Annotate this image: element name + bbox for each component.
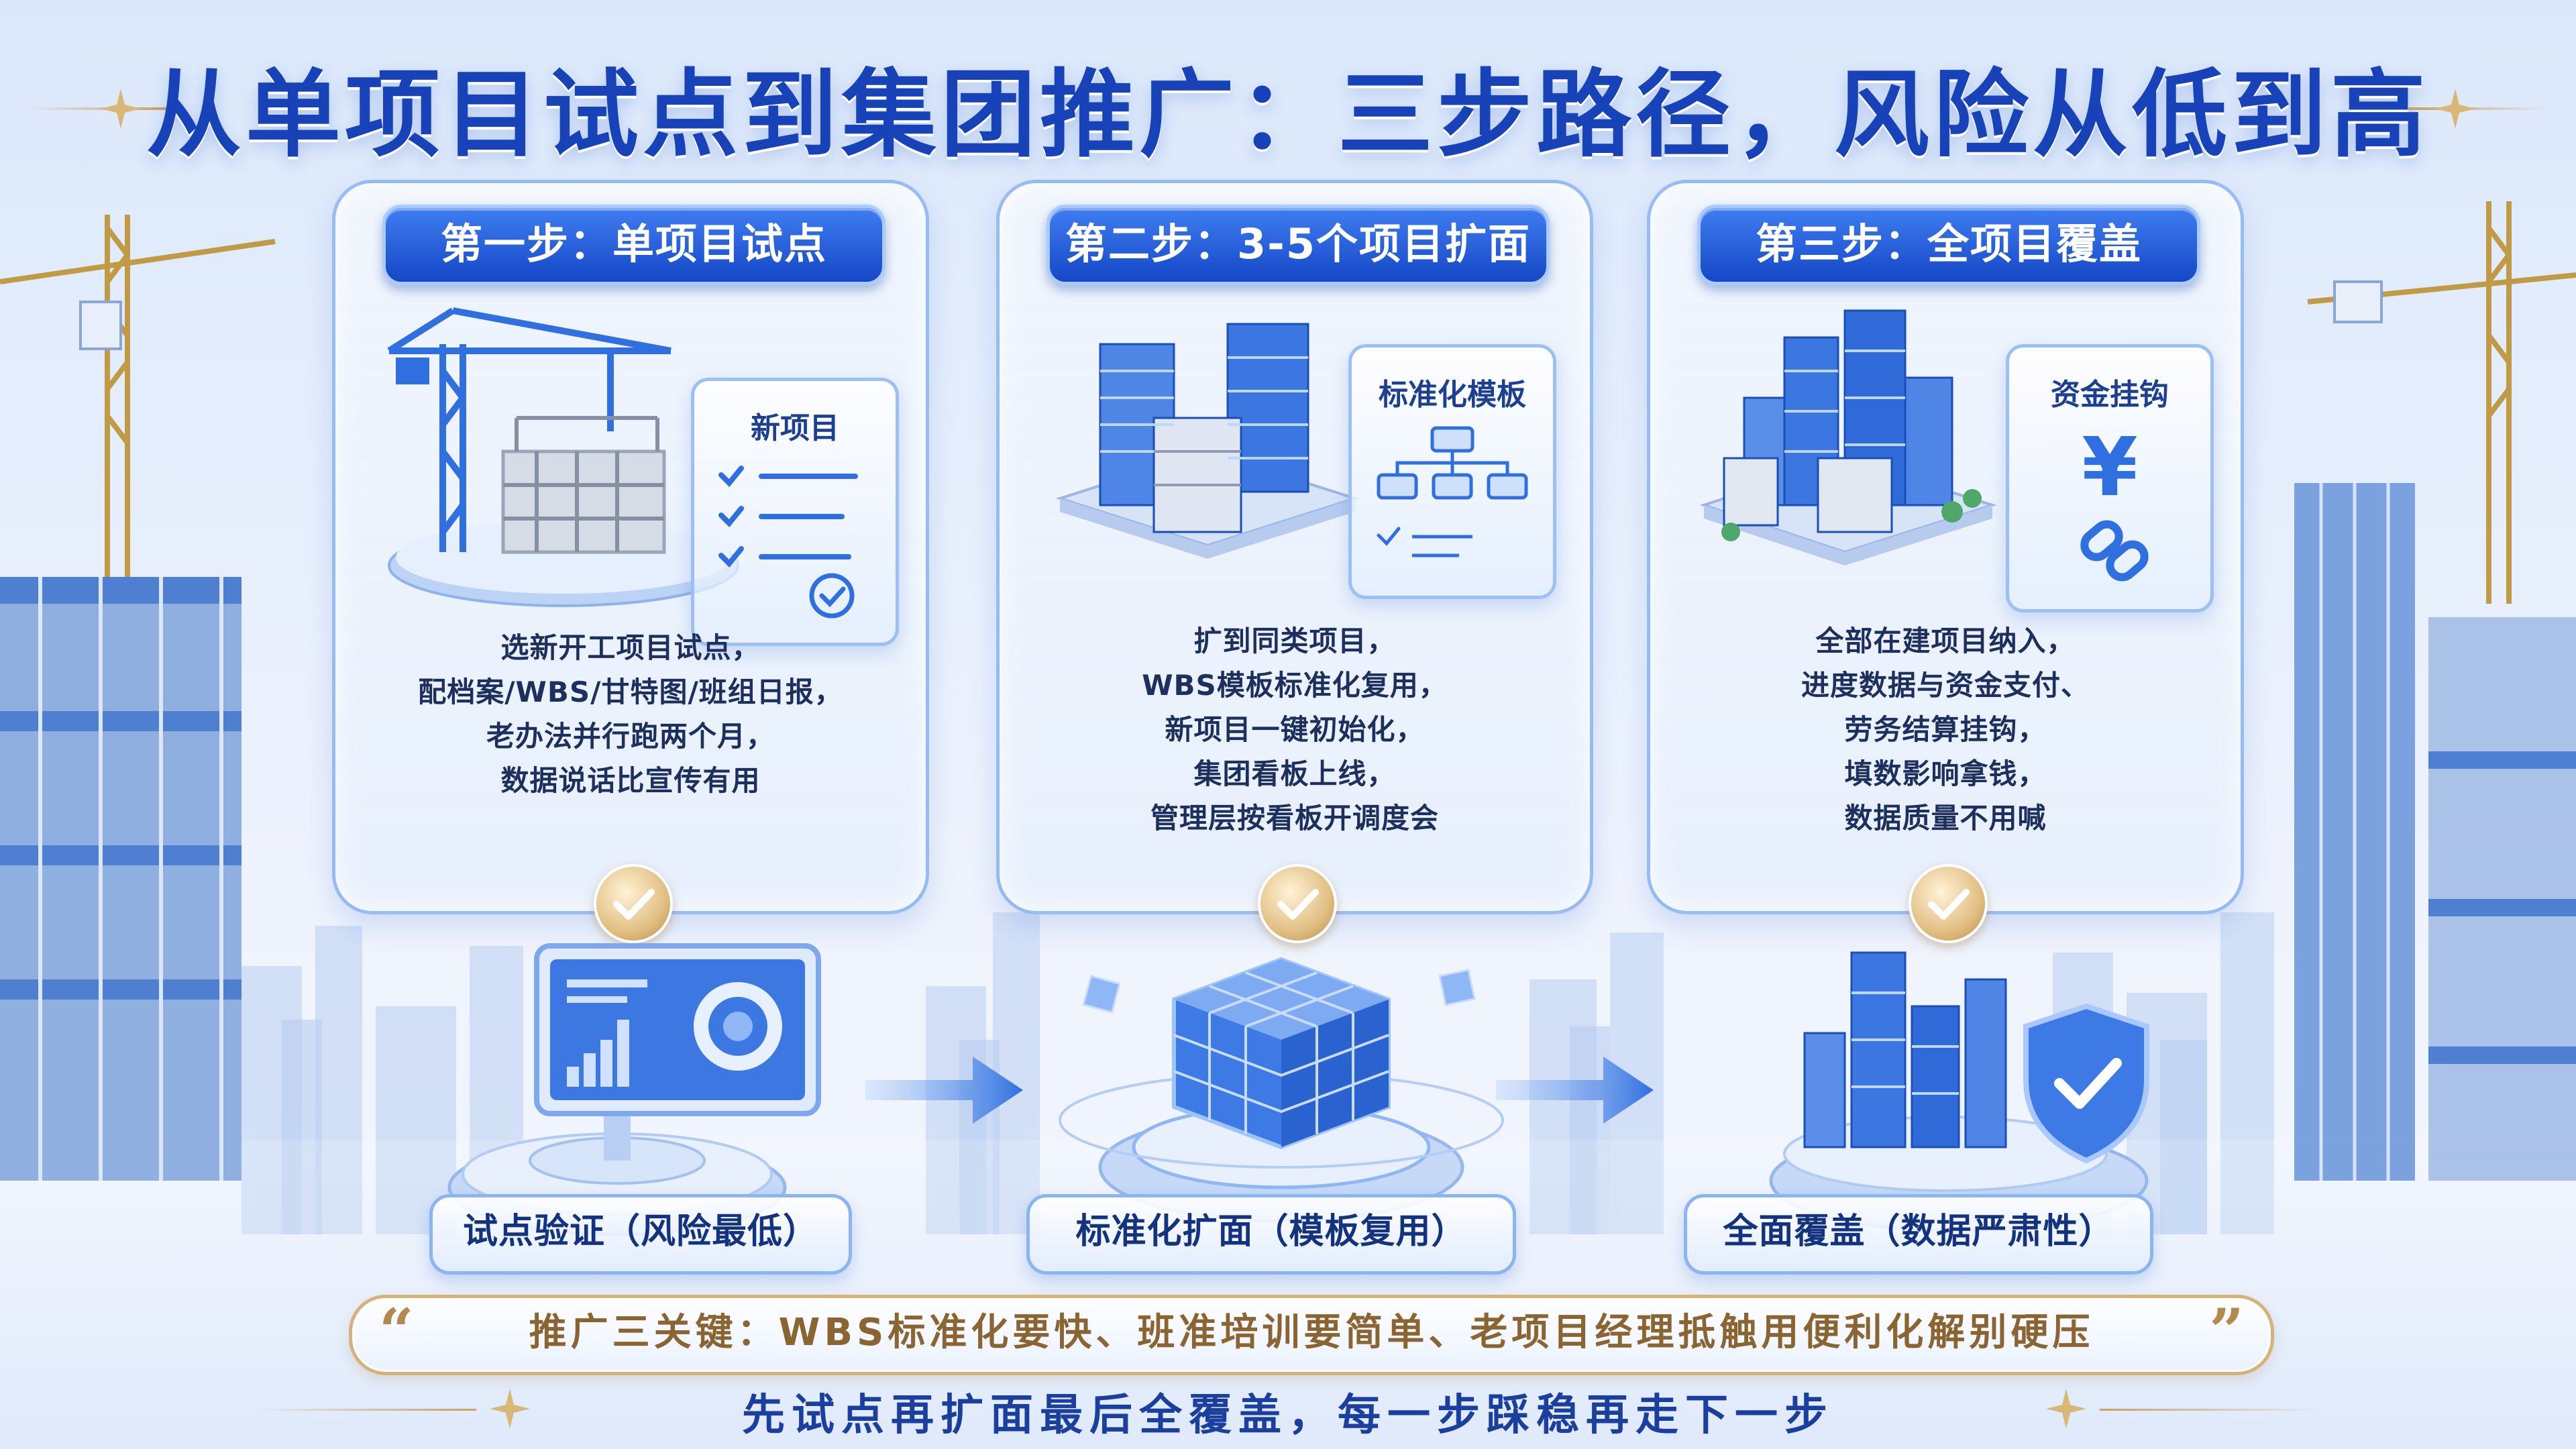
step-2-description: 扩到同类项目， WBS模板标准化复用， 新项目一键初始化， 集团看板上线， 管理… xyxy=(1026,619,1563,841)
footer-right-ornament xyxy=(2100,1409,2321,1411)
step-3-line: 进度数据与资金支付、 xyxy=(1801,669,2090,702)
checklist-icon xyxy=(718,466,858,619)
new-project-card-label: 新项目 xyxy=(751,411,839,445)
template-card-label: 标准化模板 xyxy=(1379,378,1526,412)
step-2-line: 管理层按看板开调度会 xyxy=(1150,802,1439,835)
template-card: 标准化模板 xyxy=(1348,344,1556,599)
left-construction-site-icon xyxy=(0,215,276,1181)
step-2-line: 集团看板上线， xyxy=(1193,757,1396,790)
quote-open-mark: “ xyxy=(379,1295,414,1366)
stage-label-coverage: 全面覆盖（数据严肃性） xyxy=(1684,1194,2153,1275)
step-1-badge: 第一步：单项目试点 xyxy=(382,205,885,285)
right-construction-site-icon xyxy=(2294,201,2576,1181)
svg-text:¥: ¥ xyxy=(2082,421,2138,515)
step-1-panel: 第一步：单项目试点 新项目 xyxy=(332,180,929,943)
org-chart-icon xyxy=(1377,426,1528,557)
step-3-line: 劳务结算挂钩， xyxy=(1844,713,2047,746)
gold-check-icon xyxy=(594,864,673,943)
construction-crane-icon xyxy=(387,307,739,607)
gold-check-icon xyxy=(1258,864,1337,943)
gold-check-icon xyxy=(1909,864,1988,943)
step-1-line: 配档案/WBS/甘特图/班组日报， xyxy=(418,676,843,708)
footer-slogan: 先试点再扩面最后全覆盖，每一步踩稳再走下一步 xyxy=(742,1391,1834,1440)
sparkle-icon xyxy=(2435,89,2475,129)
quote-close-mark: ” xyxy=(2209,1295,2244,1366)
fund-link-card: 资金挂钩 ¥ xyxy=(2006,344,2214,612)
fund-link-card-label: 资金挂钩 xyxy=(2051,378,2169,412)
step-3-line: 全部在建项目纳入， xyxy=(1815,625,2076,657)
shield-check-icon xyxy=(1769,951,2149,1233)
step-3-line: 填数影响拿钱， xyxy=(1844,757,2047,790)
step-2-line: 新项目一键初始化， xyxy=(1165,713,1425,746)
arrow-right-icon xyxy=(865,1057,1023,1124)
step-1-description: 选新开工项目试点， 配档案/WBS/甘特图/班组日报， 老办法并行跑两个月， 数… xyxy=(362,626,899,803)
cube-icon xyxy=(1059,957,1504,1223)
step-1-line: 选新开工项目试点， xyxy=(500,631,761,664)
new-project-card: 新项目 xyxy=(691,378,899,646)
title-left-ornament xyxy=(27,107,168,110)
step-2-line: WBS模板标准化复用， xyxy=(1142,669,1448,702)
step-2-badge: 第二步：3-5个项目扩面 xyxy=(1046,205,1550,285)
step-3-badge: 第三步：全项目覆盖 xyxy=(1697,205,2200,285)
sparkle-icon xyxy=(490,1389,530,1429)
step-2-line: 扩到同类项目， xyxy=(1193,625,1396,657)
yuan-link-icon: ¥ xyxy=(2080,421,2149,582)
title-right-ornament xyxy=(2408,107,2549,110)
city-icon xyxy=(1699,309,1997,566)
sparkle-icon xyxy=(101,89,141,129)
step-1-line: 老办法并行跑两个月， xyxy=(486,720,775,753)
stage-label-pilot: 试点验证（风险最低） xyxy=(429,1194,852,1275)
key-points-banner: “ 推广三关键：WBS标准化要快、班准培训要简单、老项目经理抵触用便利化解别硬压… xyxy=(349,1295,2274,1375)
step-2-panel: 第二步：3-5个项目扩面 标准化模板 xyxy=(996,180,1593,943)
key-points-text: 推广三关键：WBS标准化要快、班准培训要简单、老项目经理抵触用便利化解别硬压 xyxy=(529,1311,2094,1354)
footer-left-ornament xyxy=(255,1409,476,1411)
step-3-line: 数据质量不用喊 xyxy=(1844,802,2047,835)
sparkle-icon xyxy=(2046,1389,2086,1429)
step-3-panel: 第三步：全项目覆盖 资金挂钩 ¥ 全部在建项目纳入， 进度数据与资金 xyxy=(1647,180,2244,943)
page-title: 从单项目试点到集团推广：三步路径，风险从低到高 xyxy=(146,60,2430,170)
buildings-cluster-icon xyxy=(1055,323,1360,559)
step-3-description: 全部在建项目纳入， 进度数据与资金支付、 劳务结算挂钩， 填数影响拿钱， 数据质… xyxy=(1677,619,2214,841)
step-1-line: 数据说话比宣传有用 xyxy=(500,764,761,797)
arrow-right-icon xyxy=(1496,1057,1654,1124)
stage-label-expand: 标准化扩面（模板复用） xyxy=(1026,1194,1516,1275)
